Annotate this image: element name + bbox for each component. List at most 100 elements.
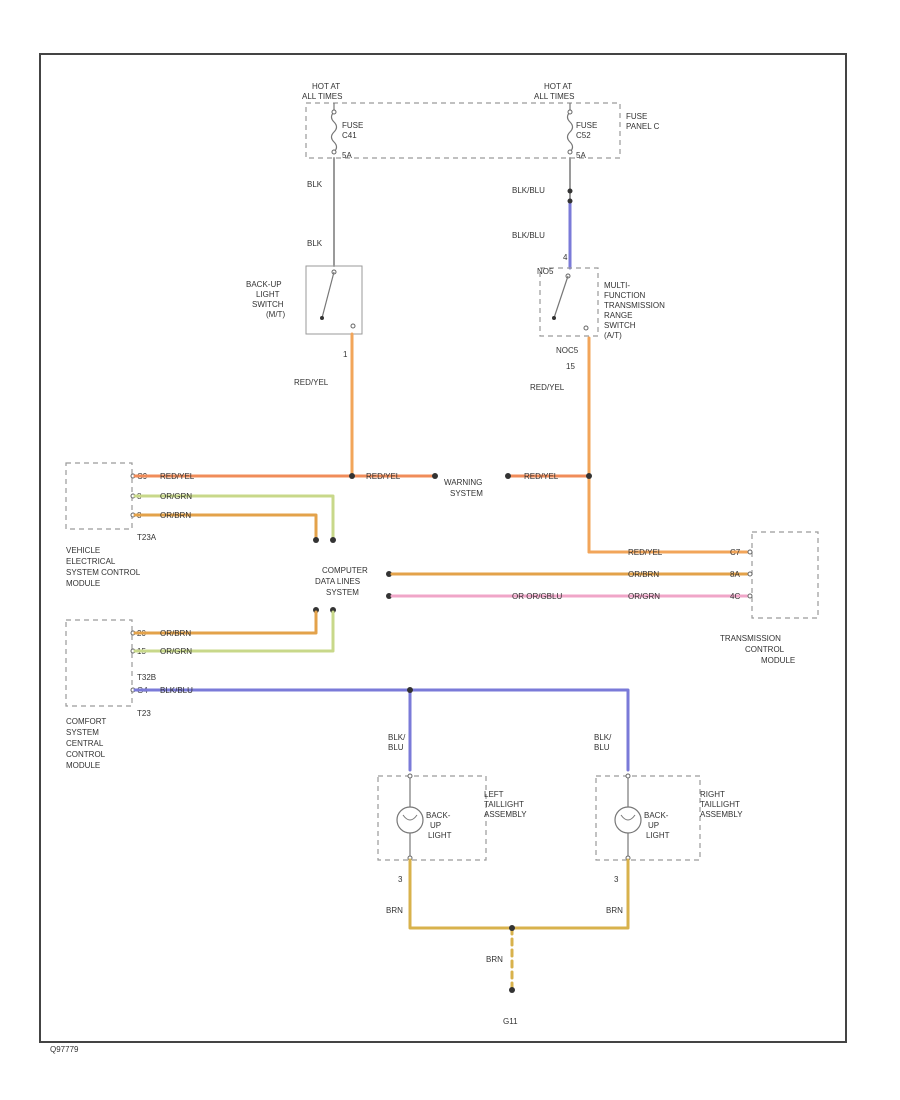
wire-label-orgrn-2: OR/GRN xyxy=(160,647,192,656)
wire-label-redyel-vescm: RED/YEL xyxy=(160,472,195,481)
right-backup-bulb-icon xyxy=(614,806,642,834)
tr-switch-label-6: (A/T) xyxy=(604,331,622,340)
left-lamp-pin-3: 3 xyxy=(398,875,403,884)
tcm-box xyxy=(751,531,819,619)
tcm-label-3: MODULE xyxy=(761,656,795,665)
splice-redyel-left xyxy=(349,473,355,479)
cds-connector-3 xyxy=(313,607,319,613)
cds-connector-5 xyxy=(386,571,392,577)
left-lamp-pin-top xyxy=(407,773,413,779)
tcm-label-1: TRANSMISSION xyxy=(720,634,781,643)
cds-connector-4 xyxy=(330,607,336,613)
tcm-label-2: CONTROL xyxy=(745,645,785,654)
wire-label-or-orgblu: OR OR/GBLU xyxy=(512,592,562,601)
tr-switch-pin-4: 4 xyxy=(563,253,568,262)
wire-label-blkblu-top: BLK/BLU xyxy=(512,186,545,195)
fuse-2-rating: 5A xyxy=(576,151,586,160)
diagram-code: Q97779 xyxy=(50,1045,79,1054)
tr-switch-icon xyxy=(552,273,589,331)
cds-connector-2 xyxy=(330,537,336,543)
backup-switch-icon xyxy=(320,269,356,329)
fuse-1-id: C41 xyxy=(342,131,357,140)
left-bulb-label-2: UP xyxy=(430,821,441,830)
right-bulb-label-2: UP xyxy=(648,821,659,830)
tcm-pin-circle-2 xyxy=(747,571,753,577)
left-backup-bulb-icon xyxy=(396,806,424,834)
vescm-label-4: MODULE xyxy=(66,579,100,588)
left-bulb-label-3: LIGHT xyxy=(428,831,452,840)
tr-switch-label-1: MULTI- xyxy=(604,281,630,290)
right-taillight-label-1: RIGHT xyxy=(700,790,725,799)
diagram-frame xyxy=(39,53,847,1043)
tr-switch-label-4: RANGE xyxy=(604,311,632,320)
fuse-2-icon xyxy=(566,103,574,155)
hot-at-label-2: HOT AT xyxy=(544,82,572,91)
ccm-label-2: SYSTEM xyxy=(66,728,99,737)
hot-at-label-1b: ALL TIMES xyxy=(302,92,342,101)
cds-connector-1 xyxy=(313,537,319,543)
splice-blkblu xyxy=(407,687,413,693)
left-taillight-box xyxy=(377,775,487,861)
ccm-label-4: CONTROL xyxy=(66,750,106,759)
hot-at-label-2b: ALL TIMES xyxy=(534,92,574,101)
tr-switch-label-2: FUNCTION xyxy=(604,291,646,300)
vescm-label-2: ELECTRICAL xyxy=(66,557,116,566)
wire-label-redyel-bus1: RED/YEL xyxy=(366,472,401,481)
wire-label-blkblu-left-1: BLK/ xyxy=(388,733,406,742)
wire-orgrn-ccm xyxy=(133,610,335,653)
cds-label-1: COMPUTER xyxy=(322,566,368,575)
right-taillight-label-2: TAILLIGHT xyxy=(700,800,740,809)
warning-system-label-2: SYSTEM xyxy=(450,489,483,498)
wire-label-blkblu-mid: BLK/BLU xyxy=(512,231,545,240)
tcm-pin-circle-3 xyxy=(747,593,753,599)
tr-switch-label-3: TRANSMISSION xyxy=(604,301,665,310)
tcm-pin-3: 4C xyxy=(730,592,740,601)
wire-orbrn-vescm xyxy=(133,513,318,540)
fuse-panel-label: FUSE xyxy=(626,112,647,121)
tr-switch-box xyxy=(539,267,599,337)
wire-label-orbrn-1: OR/BRN xyxy=(160,511,191,520)
wire-label-brn-left: BRN xyxy=(386,906,403,915)
connector-warning-right xyxy=(505,473,511,479)
ground-label: G11 xyxy=(503,1017,518,1026)
wire-brn-loop xyxy=(408,858,630,930)
left-taillight-label-3: ASSEMBLY xyxy=(484,810,527,819)
tcm-pin-1: C7 xyxy=(730,548,741,557)
ground-point-icon xyxy=(509,987,515,993)
splice-redyel-right xyxy=(586,473,592,479)
vescm-label-1: VEHICLE xyxy=(66,546,100,555)
right-taillight-label-3: ASSEMBLY xyxy=(700,810,743,819)
backup-switch-label-3: SWITCH xyxy=(252,300,284,309)
wire-label-orbrn-2: OR/BRN xyxy=(160,629,191,638)
wire-label-blkblu-right-1: BLK/ xyxy=(594,733,612,742)
warning-system-label-1: WARNING xyxy=(444,478,482,487)
fuse-panel-name: PANEL C xyxy=(626,122,660,131)
wire-label-blkblu-left-2: BLU xyxy=(388,743,404,752)
wire-label-orgrn-tcm: OR/GRN xyxy=(628,592,660,601)
backup-switch-label-1: BACK-UP xyxy=(246,280,282,289)
tcm-pin-circle-1 xyxy=(747,549,753,555)
wire-label-blkblu-bus: BLK/BLU xyxy=(160,686,193,695)
wire-label-redyel-bus2: RED/YEL xyxy=(524,472,559,481)
wire-label-redyel-tcm: RED/YEL xyxy=(628,548,663,557)
wire-label-blk-mid: BLK xyxy=(307,239,323,248)
fuse-1-icon xyxy=(330,103,338,155)
tcm-pin-2: 8A xyxy=(730,570,740,579)
wire-label-orbrn-tcm: OR/BRN xyxy=(628,570,659,579)
hot-at-label-1: HOT AT xyxy=(312,82,340,91)
backup-switch-pin-1: 1 xyxy=(343,350,348,359)
backup-switch-label-4: (M/T) xyxy=(266,310,285,319)
ccm-label-5: MODULE xyxy=(66,761,100,770)
ccm-connector-2: T23 xyxy=(137,709,151,718)
fuse-1-rating: 5A xyxy=(342,151,352,160)
right-bulb-label-3: LIGHT xyxy=(646,831,670,840)
ccm-box xyxy=(65,619,133,707)
tr-switch-pin-15: 15 xyxy=(566,362,575,371)
wire-label-brn-ground: BRN xyxy=(486,955,503,964)
wire-label-blkblu-right-2: BLU xyxy=(594,743,610,752)
connector-warning-left xyxy=(432,473,438,479)
cds-label-3: SYSTEM xyxy=(326,588,359,597)
vescm-connector: T23A xyxy=(137,533,157,542)
tr-switch-noc5: NOC5 xyxy=(556,346,579,355)
